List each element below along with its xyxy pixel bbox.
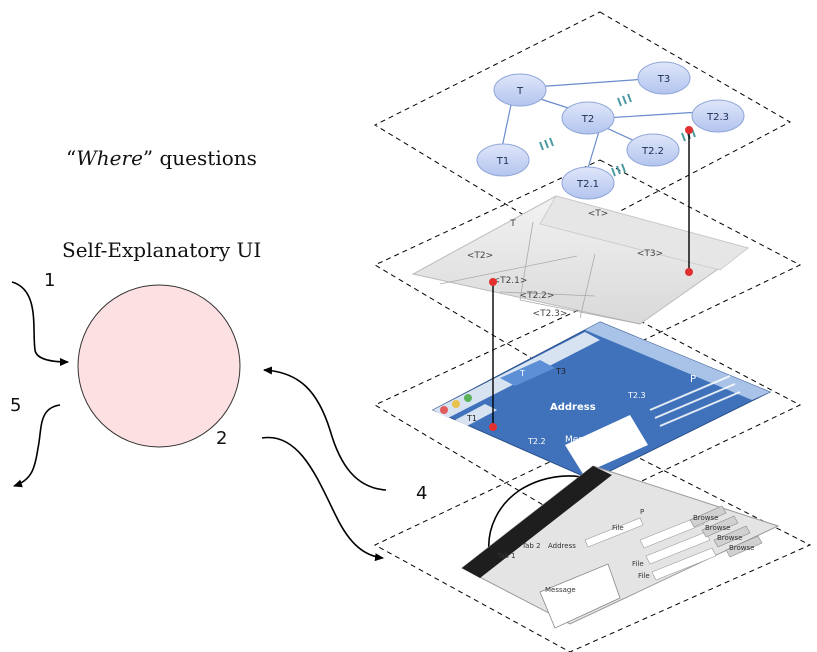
final-browse-1: Browse: [693, 514, 719, 522]
final-tab-2: Tab 2: [521, 542, 541, 550]
final-message-label: Message: [545, 586, 576, 594]
where-questions-title: “Where” questions: [66, 146, 257, 170]
arrow-1: [11, 281, 69, 366]
task-node-t2-2: T2.2: [641, 146, 664, 157]
concrete-group-t2-2: T2.2: [527, 437, 546, 446]
task-layer-plane: [373, 11, 792, 241]
final-browse-4: Browse: [729, 544, 755, 552]
task-node-t2-1: T2.1: [576, 179, 599, 190]
task-node-t: T: [516, 86, 524, 97]
concrete-tab-t1: T1: [466, 414, 477, 423]
abstract-label-t2-2: <T2.2>: [520, 291, 555, 301]
self-explanatory-ui-circle: [77, 284, 241, 448]
final-tab-1: Tab 1: [496, 552, 516, 560]
cross-layer-links: [489, 126, 693, 431]
concrete-tab-t: T: [519, 369, 525, 378]
abstract-label-t: T: [509, 219, 516, 229]
concrete-address-label: Address: [550, 402, 596, 413]
arrow-2: [261, 436, 384, 562]
concrete-p-label: P: [690, 374, 696, 385]
task-node-t2: T2: [581, 114, 594, 125]
concrete-group-t2-3: T2.3: [627, 391, 646, 400]
step-label-4: 4: [416, 483, 428, 504]
final-browse-2: Browse: [705, 524, 731, 532]
abstract-label-t2: <T2>: [467, 251, 493, 261]
step-label-1: 1: [44, 270, 56, 291]
final-ui: Tab 1 Tab 2 Address Message File File Fi…: [461, 465, 780, 629]
abstract-label-root: <T>: [588, 209, 609, 219]
self-explanatory-ui-title: Self-Explanatory UI: [62, 238, 262, 262]
arrow-4: [263, 366, 387, 491]
link-dot-abstract-t3: [685, 268, 693, 276]
link-dot-abstract-t2-1: [489, 278, 497, 286]
where-word: Where: [76, 146, 143, 170]
concrete-message-label: Message: [565, 435, 605, 445]
link-dot-concrete: [489, 423, 497, 431]
final-layer-plane: [373, 437, 812, 652]
task-model: T T3 T2 T2.3 T1 T2.2 T2.1: [476, 61, 745, 200]
step-label-2: 2: [216, 428, 228, 449]
abstract-label-t2-3: <T2.3>: [533, 309, 568, 319]
window-close-dot: [440, 406, 448, 414]
final-file-label-1: File: [612, 524, 624, 532]
final-p-label: P: [640, 508, 644, 516]
window-min-dot: [452, 400, 460, 408]
step-label-5: 5: [10, 395, 22, 416]
concrete-ui: T T1 T3 Address Message P T2.3 T2.2: [431, 321, 772, 481]
final-file-label-3: File: [638, 572, 650, 580]
where-rest: questions: [153, 146, 257, 170]
abstract-label-t2-1: <T2.1>: [493, 276, 528, 286]
link-dot-task-t2-3: [685, 126, 693, 134]
abstract-ui: <T> T <T2> <T2.1> <T2.2> <T2.3> <T3>: [411, 195, 750, 325]
task-node-t1: T1: [496, 156, 509, 167]
concrete-tab-t3: T3: [555, 367, 566, 376]
final-browse-3: Browse: [717, 534, 743, 542]
task-node-t3: T3: [657, 74, 670, 85]
final-address-label: Address: [548, 542, 576, 550]
task-node-t2-3: T2.3: [706, 112, 729, 123]
quote-close: ”: [142, 146, 154, 170]
abstract-label-t3: <T3>: [637, 249, 663, 259]
window-max-dot: [464, 394, 472, 402]
quote-open: “: [66, 146, 77, 170]
final-file-label-2: File: [632, 560, 644, 568]
arrow-5: [13, 404, 61, 488]
